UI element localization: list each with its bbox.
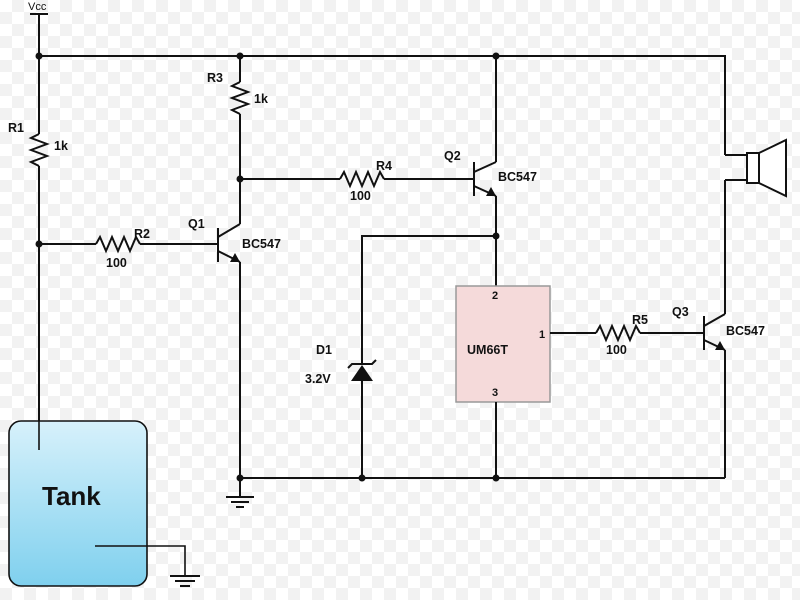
ground-icon — [226, 478, 254, 508]
q3-part: BC547 — [726, 324, 765, 338]
r3-value: 1k — [254, 92, 268, 106]
r5-value: 100 — [606, 343, 627, 357]
water-tank — [8, 420, 148, 587]
r4-name: R4 — [376, 159, 392, 173]
q1-name: Q1 — [188, 217, 205, 231]
transistor-q3 — [703, 180, 726, 478]
resistor-r4 — [240, 169, 474, 189]
supply-rail — [39, 55, 726, 155]
ic-pin-1: 1 — [539, 329, 545, 341]
vcc-label: Vcc — [28, 1, 47, 13]
r2-name: R2 — [134, 227, 150, 241]
tank-label: Tank — [42, 481, 101, 511]
r4-value: 100 — [350, 189, 371, 203]
transistor-q2 — [473, 56, 497, 286]
q1-part: BC547 — [242, 237, 281, 251]
r5-name: R5 — [632, 313, 648, 327]
resistor-r3 — [229, 56, 251, 224]
vcc-terminal — [30, 13, 48, 56]
d1-name: D1 — [316, 343, 332, 357]
q3-name: Q3 — [672, 305, 689, 319]
speaker-icon — [725, 138, 787, 198]
zener-diode-d1 — [347, 235, 496, 478]
d1-value: 3.2V — [305, 372, 331, 386]
r1-name: R1 — [8, 121, 24, 135]
ic-um66t — [455, 285, 551, 403]
r1-value: 1k — [54, 139, 68, 153]
transistor-q1 — [217, 223, 241, 263]
junction-dots — [35, 52, 500, 482]
q2-name: Q2 — [444, 149, 461, 163]
tank-probe-ground — [95, 545, 186, 576]
ic-label: UM66T — [467, 343, 508, 357]
tank-ground-icon — [170, 575, 200, 587]
r3-name: R3 — [207, 71, 223, 85]
resistor-r1 — [28, 56, 50, 450]
ic-pin-3: 3 — [492, 387, 498, 399]
resistor-r2 — [39, 234, 218, 254]
resistor-r5 — [550, 323, 704, 343]
r2-value: 100 — [106, 256, 127, 270]
ic-pin-2: 2 — [492, 290, 498, 302]
q2-part: BC547 — [498, 170, 537, 184]
